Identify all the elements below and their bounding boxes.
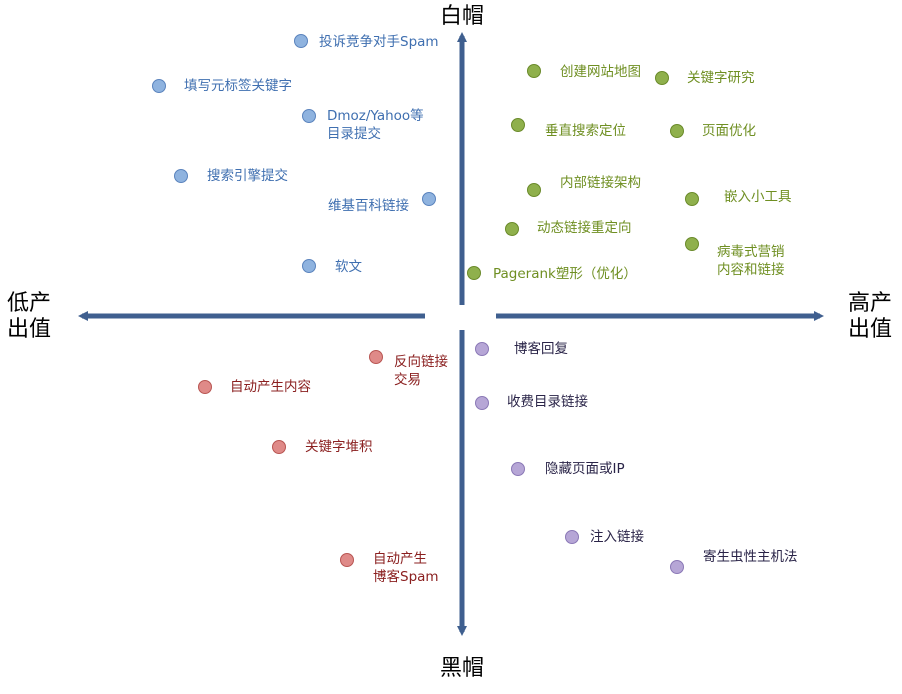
technique-label-line: 病毒式营销 <box>717 244 785 260</box>
technique-label: 关键字研究 <box>687 69 755 87</box>
technique-label: 动态链接重定向 <box>537 219 632 237</box>
technique-label-line: 嵌入小工具 <box>724 189 792 205</box>
technique-label-line: 寄生虫性主机法 <box>703 549 798 565</box>
technique-label-line: 反向链接 <box>394 354 448 370</box>
technique-label-line: 关键字堆积 <box>305 439 373 455</box>
technique-label: 维基百科链接 <box>328 197 409 215</box>
technique-label-line: 内部链接架构 <box>560 175 641 191</box>
marker-dot-blue <box>422 192 436 206</box>
marker-dot-blue <box>174 169 188 183</box>
marker-dot-purple <box>475 396 489 410</box>
marker-dot-green <box>505 222 519 236</box>
technique-label-line: 自动产生内容 <box>230 379 311 395</box>
marker-dot-blue <box>302 109 316 123</box>
axis-label-left-line1: 低产 <box>6 291 51 316</box>
axis-label-right-line1: 高产 <box>847 291 892 316</box>
marker-dot-green <box>670 124 684 138</box>
marker-dot-blue <box>294 34 308 48</box>
technique-label: 软文 <box>335 258 362 276</box>
marker-dot-green <box>527 64 541 78</box>
technique-label-line: 垂直搜索定位 <box>545 123 626 139</box>
technique-label: Pagerank塑形（优化） <box>493 265 637 283</box>
axis-label-left: 低产 出值 <box>4 291 54 343</box>
marker-dot-green <box>685 237 699 251</box>
technique-label-line: 目录提交 <box>327 126 381 142</box>
technique-label-line: 博客回复 <box>514 341 568 357</box>
axis-label-bottom: 黑帽 <box>440 656 485 681</box>
technique-label: 搜索引擎提交 <box>207 167 288 185</box>
technique-label: 填写元标签关键字 <box>184 77 292 95</box>
marker-dot-purple <box>565 530 579 544</box>
technique-label-line: 注入链接 <box>590 529 644 545</box>
technique-label: 寄生虫性主机法 <box>703 548 798 566</box>
technique-label-line: 交易 <box>394 372 421 388</box>
marker-dot-red <box>369 350 383 364</box>
axis-label-left-line2: 出值 <box>6 317 51 342</box>
technique-label: Dmoz/Yahoo等目录提交 <box>327 107 424 143</box>
marker-dot-blue <box>152 79 166 93</box>
technique-label: 创建网站地图 <box>560 63 641 81</box>
technique-label: 自动产生博客Spam <box>373 550 439 586</box>
technique-label: 博客回复 <box>514 340 568 358</box>
technique-label: 垂直搜索定位 <box>545 122 626 140</box>
technique-label: 注入链接 <box>590 528 644 546</box>
axis-label-top: 白帽 <box>440 4 485 29</box>
marker-dot-red <box>340 553 354 567</box>
technique-label-line: 隐藏页面或IP <box>545 461 625 477</box>
technique-label-line: Dmoz/Yahoo等 <box>327 108 424 124</box>
technique-label: 页面优化 <box>702 122 756 140</box>
technique-label-line: 页面优化 <box>702 123 756 139</box>
technique-label: 自动产生内容 <box>230 378 311 396</box>
technique-label-line: 博客Spam <box>373 569 439 585</box>
technique-label: 收费目录链接 <box>507 393 588 411</box>
technique-label-line: 投诉竞争对手Spam <box>319 34 439 50</box>
marker-dot-red <box>198 380 212 394</box>
technique-label: 嵌入小工具 <box>724 188 792 206</box>
technique-label: 反向链接交易 <box>394 353 448 389</box>
marker-dot-green <box>685 192 699 206</box>
marker-dot-blue <box>302 259 316 273</box>
technique-label-line: 内容和链接 <box>717 262 785 278</box>
technique-label-line: Pagerank塑形（优化） <box>493 266 637 282</box>
technique-label: 关键字堆积 <box>305 438 373 456</box>
technique-label-line: 创建网站地图 <box>560 64 641 80</box>
marker-dot-purple <box>475 342 489 356</box>
axis-label-right: 高产 出值 <box>845 291 895 343</box>
axis-label-right-line2: 出值 <box>847 317 892 342</box>
technique-label-line: 自动产生 <box>373 551 427 567</box>
marker-dot-green <box>527 183 541 197</box>
technique-label-line: 动态链接重定向 <box>537 220 632 236</box>
technique-label: 隐藏页面或IP <box>545 460 625 478</box>
marker-dot-green <box>467 266 481 280</box>
technique-label-line: 填写元标签关键字 <box>184 78 292 94</box>
technique-label-line: 关键字研究 <box>687 70 755 86</box>
technique-label-line: 搜索引擎提交 <box>207 168 288 184</box>
marker-dot-red <box>272 440 286 454</box>
technique-label-line: 收费目录链接 <box>507 394 588 410</box>
technique-label-line: 维基百科链接 <box>328 198 409 214</box>
marker-dot-purple <box>511 462 525 476</box>
marker-dot-purple <box>670 560 684 574</box>
technique-label: 投诉竞争对手Spam <box>319 33 439 51</box>
technique-label: 病毒式营销内容和链接 <box>717 243 785 279</box>
technique-label-line: 软文 <box>335 259 362 275</box>
marker-dot-green <box>655 71 669 85</box>
technique-label: 内部链接架构 <box>560 174 641 192</box>
marker-dot-green <box>511 118 525 132</box>
